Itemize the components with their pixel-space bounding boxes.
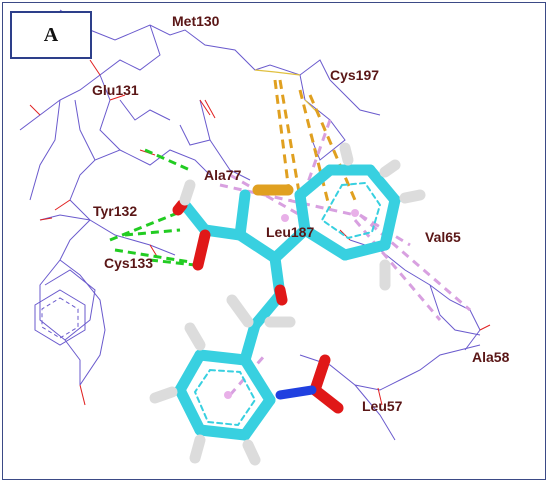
pi-sulfur-interactions xyxy=(273,79,357,211)
label-ala77: Ala77 xyxy=(204,167,242,183)
protein-sulfur-bonds xyxy=(254,69,321,116)
label-val65: Val65 xyxy=(425,229,461,245)
label-met130: Met130 xyxy=(172,13,220,29)
figure-frame xyxy=(2,2,546,480)
label-glu131: Glu131 xyxy=(92,82,139,98)
label-leu57: Leu57 xyxy=(362,398,403,414)
tyr132-ring xyxy=(34,289,86,346)
ligand-sticks xyxy=(149,142,426,466)
label-leu187: Leu187 xyxy=(266,224,314,240)
hydrogen-bonds xyxy=(109,148,196,267)
ring-centroids xyxy=(224,209,359,399)
label-cys133: Cys133 xyxy=(104,255,153,271)
panel-label: A xyxy=(10,11,92,59)
label-cys197: Cys197 xyxy=(330,67,379,83)
label-ala58: Ala58 xyxy=(472,349,510,365)
protein-oxygen-bonds xyxy=(29,59,491,406)
label-tyr132: Tyr132 xyxy=(93,203,137,219)
residue-labels: Met130 Cys197 Glu131 Ala77 Tyr132 Leu187… xyxy=(92,13,510,414)
